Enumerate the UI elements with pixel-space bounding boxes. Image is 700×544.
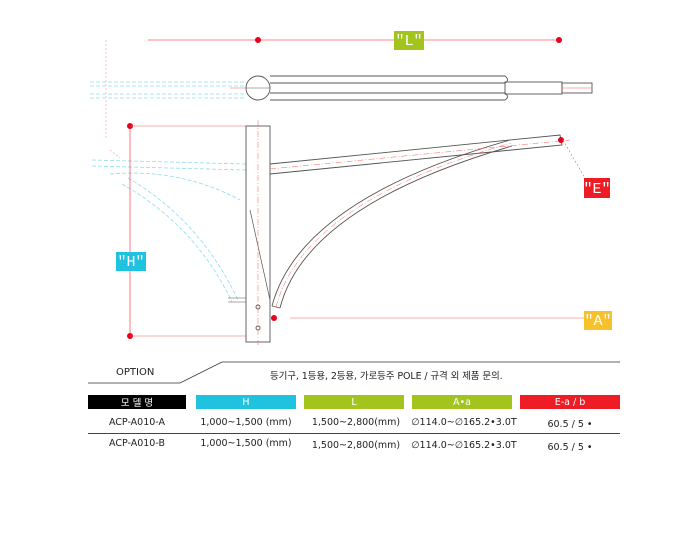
dim-point-a: [271, 315, 277, 321]
label-e-bg: [584, 178, 610, 198]
ghost-hatch: [105, 40, 121, 159]
dim-point-l-start: [255, 37, 261, 43]
label-l: "L": [395, 33, 422, 50]
center-lines: [257, 120, 571, 345]
dim-line-e: [562, 139, 587, 181]
dim-point-e: [558, 137, 564, 143]
option-divider: [88, 361, 620, 384]
label-h-bg: [116, 252, 146, 271]
top-view-arm: [230, 75, 593, 101]
label-e: "E": [583, 181, 610, 198]
label-a-bg: [584, 311, 612, 330]
label-h: "H": [117, 254, 144, 271]
ghost-outline: [90, 81, 247, 303]
dim-point-l-end: [556, 37, 562, 43]
side-view-bracket: [228, 125, 563, 343]
label-l-bg: [394, 31, 424, 50]
label-a: "A": [584, 313, 611, 330]
